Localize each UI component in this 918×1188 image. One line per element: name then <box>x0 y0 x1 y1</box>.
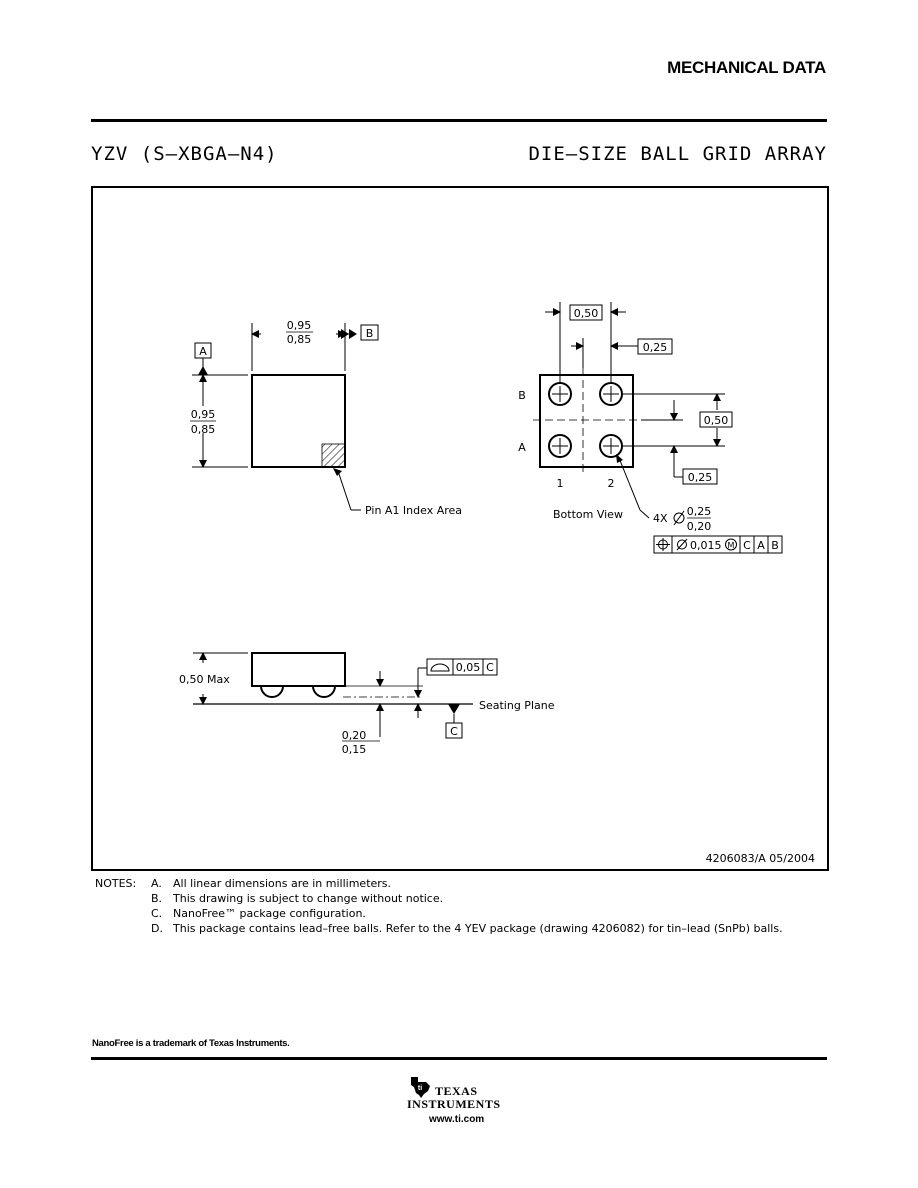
note-text: All linear dimensions are in millimeters… <box>173 877 392 890</box>
note-letter: A. <box>151 877 162 890</box>
mmc-circle <box>725 538 737 551</box>
note-row: D. This package contains lead–free balls… <box>95 921 783 936</box>
diameter-icon <box>676 538 688 551</box>
side-view: 0,50 Max 0,20 0,15 0,05 C <box>179 652 555 756</box>
pitch-y-box <box>699 411 733 428</box>
drawing-number: 4206083/A 05/2004 <box>706 852 815 865</box>
top-height-max: 0,95 <box>191 408 216 421</box>
bottom-view: B A 1 2 0,50 0,25 0,50 <box>518 302 783 554</box>
notes-section: NOTES: A. All linear dimensions are in m… <box>95 876 783 936</box>
col-2-label: 2 <box>608 477 615 490</box>
ball-b2 <box>599 382 623 406</box>
note-letter: D. <box>151 922 163 935</box>
row-a-label: A <box>518 441 526 454</box>
datum-c-box <box>445 722 463 739</box>
offset-y-box <box>682 468 718 485</box>
datum-b-box <box>360 324 379 341</box>
package-name: YZV (S–XBGA–N4) <box>91 143 278 165</box>
coplanarity-datum: C <box>486 661 494 674</box>
ball-a2 <box>599 434 623 458</box>
note-letter: C. <box>151 907 163 920</box>
note-text: This package contains lead–free balls. R… <box>173 922 783 935</box>
top-height-min: 0,85 <box>191 423 216 436</box>
solder-ball-2 <box>312 685 336 698</box>
package-type: DIE–SIZE BALL GRID ARRAY <box>528 143 827 165</box>
datum-b-label: B <box>366 327 374 340</box>
die-outline-bottom <box>539 374 634 468</box>
col-1-label: 1 <box>557 477 564 490</box>
fcf-tolerance: 0,015 <box>690 539 722 552</box>
pin-a1-index-area <box>321 443 346 468</box>
index-area-label: Pin A1 Index Area <box>365 504 462 517</box>
coplanarity-frame: 0,05 C <box>426 658 498 676</box>
pitch-y-value: 0,50 <box>704 414 729 427</box>
note-text: This drawing is subject to change withou… <box>173 892 444 905</box>
pitch-x-box <box>569 304 603 321</box>
ball-dia-max: 0,25 <box>687 505 712 518</box>
notes-label: NOTES: <box>95 877 137 890</box>
note-row: NOTES: A. All linear dimensions are in m… <box>95 876 783 891</box>
datum-c-triangle <box>448 704 460 714</box>
svg-text:ti: ti <box>418 1085 422 1092</box>
profile-surface-icon <box>430 663 450 672</box>
diameter-icon <box>673 510 685 526</box>
seating-plane-label: Seating Plane <box>479 699 555 712</box>
fcf-datum-c: C <box>743 539 751 552</box>
offset-x-box <box>637 338 673 355</box>
datum-c-label: C <box>450 725 458 738</box>
standoff-max: 0,20 <box>342 729 367 742</box>
fcf-datum-b: B <box>771 539 779 552</box>
top-divider <box>91 119 827 122</box>
trademark-notice: NanoFree is a trademark of Texas Instrum… <box>92 1038 290 1049</box>
bottom-divider <box>91 1057 827 1060</box>
position-tolerance-frame: 0,015 M C A B <box>653 535 783 554</box>
note-letter: B. <box>151 892 163 905</box>
height-max-label: 0,50 Max <box>179 673 230 686</box>
standoff-min: 0,15 <box>342 743 367 756</box>
texas-state-logo-icon: ti <box>411 1077 430 1098</box>
die-body-side <box>251 652 346 687</box>
company-name-line2: INSTRUMENTS <box>407 1097 501 1111</box>
note-text: NanoFree™ package configuration. <box>173 907 366 920</box>
top-view: 0,95 0,85 B A 0,95 0,85 Pin A1 <box>190 319 462 517</box>
fcf-modifier: M <box>728 541 735 550</box>
ball-dia-min: 0,20 <box>687 520 712 533</box>
note-row: C. NanoFree™ package configuration. <box>95 906 783 921</box>
ball-b1 <box>548 382 572 406</box>
top-width-max: 0,95 <box>287 319 312 332</box>
bottom-view-caption: Bottom View <box>553 508 623 521</box>
datum-a-label: A <box>199 345 207 358</box>
top-width-min: 0,85 <box>287 333 312 346</box>
company-name-line1: TEXAS <box>435 1084 478 1098</box>
company-logo: ti TEXAS INSTRUMENTS www.ti.com <box>405 1075 525 1125</box>
ball-a1 <box>548 434 572 458</box>
offset-y-value: 0,25 <box>688 471 713 484</box>
fcf-datum-a: A <box>757 539 765 552</box>
offset-x-value: 0,25 <box>643 341 668 354</box>
drawing-canvas: 0,95 0,85 B A 0,95 0,85 Pin A1 <box>179 302 815 865</box>
solder-ball-1 <box>260 685 284 698</box>
company-url[interactable]: www.ti.com <box>429 1114 485 1125</box>
note-row: B. This drawing is subject to change wit… <box>95 891 783 906</box>
mechanical-drawing: 0,95 0,85 B A 0,95 0,85 Pin A1 <box>91 186 829 871</box>
row-b-label: B <box>518 389 526 402</box>
true-position-icon <box>656 538 670 551</box>
pitch-x-value: 0,50 <box>574 307 599 320</box>
die-outline <box>251 374 346 468</box>
coplanarity-value: 0,05 <box>456 661 481 674</box>
ball-count: 4X <box>653 512 668 525</box>
section-title: MECHANICAL DATA <box>667 58 826 77</box>
